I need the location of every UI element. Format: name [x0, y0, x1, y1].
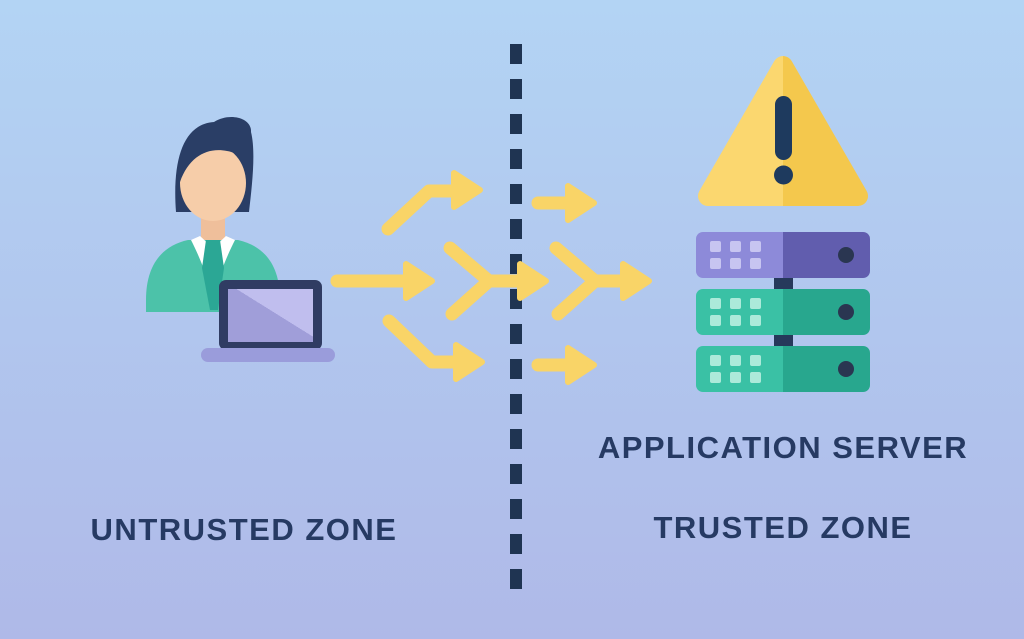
laptop-screen: [228, 289, 313, 342]
untrusted-zone-label: UNTRUSTED ZONE: [91, 512, 398, 547]
server-led: [838, 361, 854, 377]
laptop-base: [201, 348, 335, 362]
exclamation-bar: [775, 96, 792, 160]
trusted-zone-label: TRUSTED ZONE: [653, 510, 912, 545]
arrow-head-icon: [403, 261, 435, 301]
warning-icon: [698, 56, 868, 206]
arrow-head-icon: [517, 261, 549, 301]
arrow-shafts: [330, 184, 630, 372]
user-icon: [146, 117, 280, 312]
arrow-up-elbow-shaft: [381, 184, 463, 236]
server-unit-middle: [696, 289, 870, 335]
server-vents: [710, 241, 761, 269]
traffic-arrows: [330, 170, 652, 385]
server-icon: [696, 232, 870, 392]
arrow-head-icon: [451, 170, 483, 210]
server-led: [838, 247, 854, 263]
arrow-head-icon: [565, 183, 597, 223]
user-tie: [202, 240, 224, 310]
server-vents: [710, 298, 761, 326]
arrow-head-icon: [620, 261, 652, 301]
server-led: [838, 304, 854, 320]
server-unit-bottom: [696, 346, 870, 392]
user-hair-front: [180, 129, 251, 184]
server-vents: [710, 355, 761, 383]
arrow-heads: [403, 170, 652, 385]
exclamation-dot: [774, 165, 793, 185]
arrow-down-elbow-shaft: [382, 314, 465, 369]
laptop-icon: [201, 280, 335, 362]
application-server-label: APPLICATION SERVER: [598, 430, 968, 465]
server-unit-top: [696, 232, 870, 278]
user-face: [180, 145, 246, 221]
arrow-head-icon: [453, 342, 485, 382]
arrow-head-icon: [565, 345, 597, 385]
